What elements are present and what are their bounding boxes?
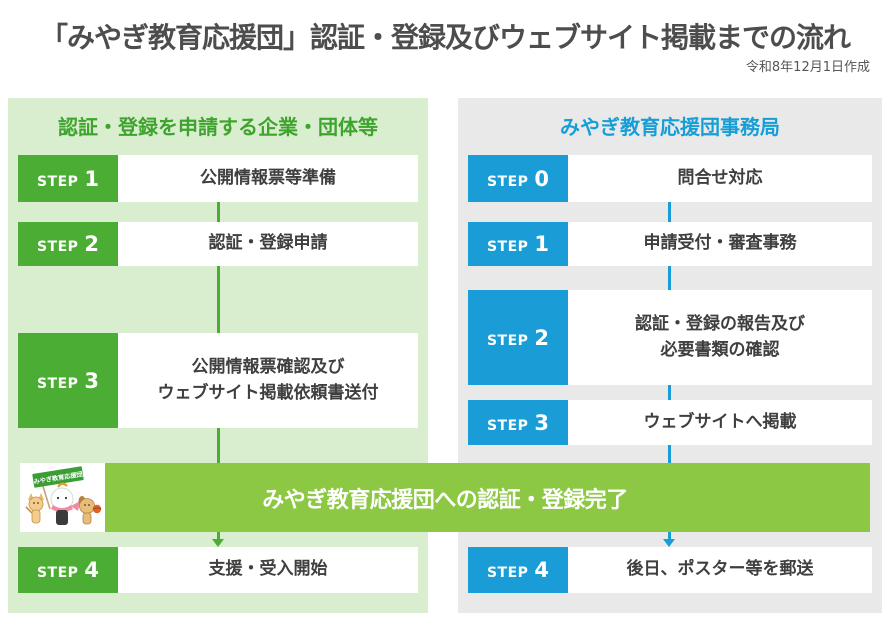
step-description: 認証・登録申請 xyxy=(118,222,418,266)
step-badge: STEP 3 xyxy=(18,333,118,428)
secretariat-step-2-row: STEP 2 認証・登録の報告及び 必要書類の確認 xyxy=(468,290,872,385)
completion-banner-text: みやぎ教育応援団への認証・登録完了 xyxy=(262,487,628,513)
step-prefix: STEP xyxy=(36,173,79,190)
connector-line xyxy=(217,532,220,541)
step-description: 支援・受入開始 xyxy=(118,547,418,593)
step-prefix: STEP xyxy=(36,375,79,392)
connector-line xyxy=(668,385,671,400)
applicant-step-1-row: STEP 1 公開情報票等準備 xyxy=(18,155,418,202)
secretariat-column-title: みやぎ教育応援団事務局 xyxy=(560,115,780,139)
step-badge: STEP 1 xyxy=(468,222,568,266)
connector-line xyxy=(217,266,220,333)
step-number: 3 xyxy=(534,410,550,435)
step-description: 問合せ対応 xyxy=(568,155,872,202)
mascot-illustration: みやぎ教育応援団 xyxy=(20,463,105,532)
step-prefix: STEP xyxy=(486,239,529,255)
step-prefix: STEP xyxy=(36,565,79,581)
page-title: 「みやぎ教育応援団」認証・登録及びウェブサイト掲載までの流れ xyxy=(39,21,851,54)
step-prefix: STEP xyxy=(486,417,529,434)
step-prefix: STEP xyxy=(36,239,79,255)
step-badge: STEP 4 xyxy=(18,547,118,593)
step-number: 3 xyxy=(84,368,100,393)
step-number: 0 xyxy=(534,166,550,191)
creation-date: 令和8年12月1日作成 xyxy=(745,60,870,75)
step-number: 4 xyxy=(534,558,550,582)
step-prefix: STEP xyxy=(486,173,529,190)
step-description: 申請受付・審査事務 xyxy=(568,222,872,266)
arrow-down-icon xyxy=(663,539,675,547)
applicant-step-3-row: STEP 3 公開情報票確認及び ウェブサイト掲載依頼書送付 xyxy=(18,333,418,428)
connector-line xyxy=(217,202,220,222)
step-number: 2 xyxy=(534,325,550,350)
step-description: ウェブサイトへ掲載 xyxy=(568,400,872,445)
applicant-step-4-row: STEP 4 支援・受入開始 xyxy=(18,547,418,593)
step-number: 1 xyxy=(534,232,550,256)
step-badge: STEP 4 xyxy=(468,547,568,593)
connector-line xyxy=(668,445,671,463)
step-badge: STEP 3 xyxy=(468,400,568,445)
step-description: 認証・登録の報告及び 必要書類の確認 xyxy=(568,290,872,385)
applicant-column-title: 認証・登録を申請する企業・団体等 xyxy=(58,115,378,139)
step-number: 4 xyxy=(84,558,100,582)
applicant-column: 認証・登録を申請する企業・団体等 STEP 1 公開情報票等準備 STEP 2 … xyxy=(8,98,428,613)
connector-line xyxy=(668,266,671,290)
connector-line xyxy=(217,428,220,464)
secretariat-step-1-row: STEP 1 申請受付・審査事務 xyxy=(468,222,872,266)
step-description: 公開情報票等準備 xyxy=(118,155,418,202)
step-badge: STEP 1 xyxy=(18,155,118,202)
step-prefix: STEP xyxy=(486,565,529,581)
connector-line xyxy=(668,532,671,541)
mascot-characters-icon: みやぎ教育応援団 xyxy=(20,463,105,532)
step-prefix: STEP xyxy=(486,332,529,349)
step-description: 公開情報票確認及び ウェブサイト掲載依頼書送付 xyxy=(118,333,418,428)
step-badge: STEP 2 xyxy=(468,290,568,385)
secretariat-step-3-row: STEP 3 ウェブサイトへ掲載 xyxy=(468,400,872,445)
secretariat-step-0-row: STEP 0 問合せ対応 xyxy=(468,155,872,202)
step-badge: STEP 0 xyxy=(468,155,568,202)
secretariat-column: みやぎ教育応援団事務局 STEP 0 問合せ対応 STEP 1 申請受付・審査事… xyxy=(458,98,882,613)
connector-line xyxy=(668,202,671,222)
secretariat-step-4-row: STEP 4 後日、ポスター等を郵送 xyxy=(468,547,872,593)
step-number: 2 xyxy=(84,232,100,256)
completion-banner: みやぎ教育応援団への認証・登録完了 みやぎ教育応援団 xyxy=(20,463,870,532)
step-badge: STEP 2 xyxy=(18,222,118,266)
applicant-step-2-row: STEP 2 認証・登録申請 xyxy=(18,222,418,266)
step-description: 後日、ポスター等を郵送 xyxy=(568,547,872,593)
step-number: 1 xyxy=(84,166,100,191)
arrow-down-icon xyxy=(212,539,224,547)
